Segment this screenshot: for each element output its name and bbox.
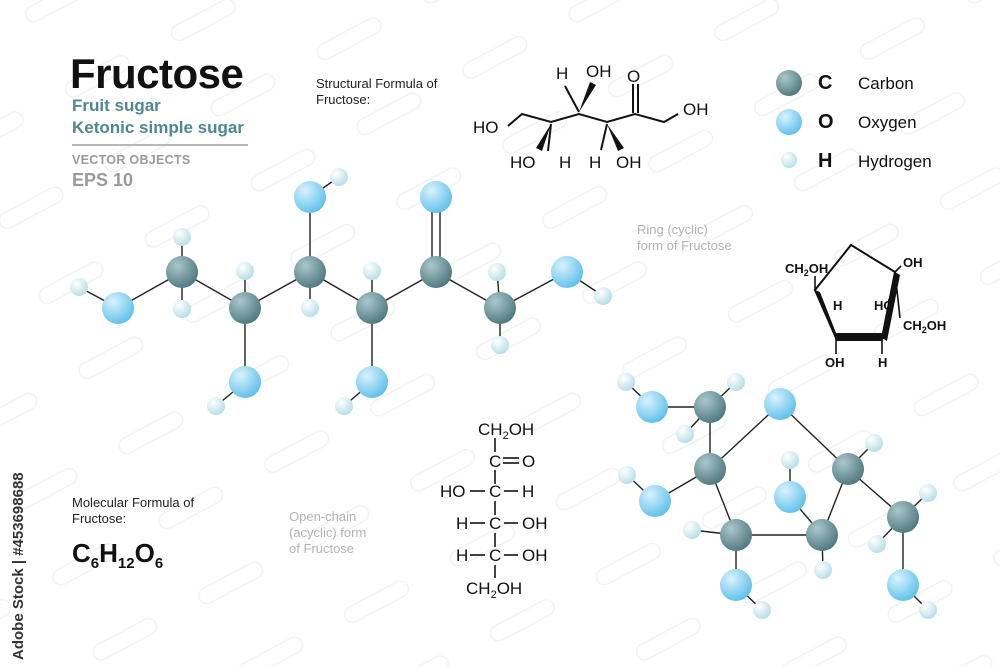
legend-carbon-symbol: C [818,72,833,94]
legend-oxygen-icon [776,109,802,135]
svg-text:HO: HO [440,482,466,501]
ring-labels: CH2OH OH H HO CH2OH OH H [785,255,946,370]
svg-text:O: O [627,67,640,86]
eps-label: EPS 10 [72,170,134,190]
svg-text:CH2OH: CH2OH [785,261,828,278]
svg-text:C: C [489,546,501,565]
subtitle-ketonic: Ketonic simple sugar [72,118,244,137]
svg-text:OH: OH [683,100,709,119]
svg-text:HO: HO [874,298,894,313]
svg-text:H: H [522,482,534,501]
svg-text:OH: OH [903,255,923,270]
subtitle-fruit-sugar: Fruit sugar [72,96,161,115]
legend-oxygen-symbol: O [818,111,834,133]
svg-text:H: H [589,153,601,172]
svg-text:HO: HO [473,118,499,137]
svg-text:OH: OH [522,514,548,533]
structural-formula [507,84,679,152]
svg-text:O: O [522,452,535,471]
wedge-bond [579,82,596,112]
open-chain-labels: CH2OH C O HO C H H C OH H C OH CH2OH [440,420,548,601]
svg-text:OH: OH [586,62,612,81]
svg-text:H: H [456,514,468,533]
svg-text:CH2OH: CH2OH [466,579,522,601]
open-chain-caption: Open-chain (acyclic) form of Fructose [289,509,367,556]
svg-text:H: H [556,64,568,83]
page-title: Fructose [70,50,244,97]
svg-text:H: H [456,546,468,565]
svg-text:HO: HO [510,153,536,172]
legend-hydrogen-label: Hydrogen [858,152,932,171]
svg-text:C: C [489,514,501,533]
svg-text:CH2OH: CH2OH [903,318,946,335]
molecular-caption: Molecular Formula of Fructose: [72,495,195,526]
wedge-bond [536,124,551,151]
svg-text:H: H [833,298,842,313]
svg-text:CH2OH: CH2OH [478,420,534,442]
svg-text:OH: OH [825,355,845,370]
svg-text:OH: OH [616,153,642,172]
molecular-formula: C6H12O6 [72,538,164,573]
svg-text:H: H [559,153,571,172]
haworth-ring: CH2OH OH H HO CH2OH OH H [785,243,946,370]
vector-objects-label: VECTOR OBJECTS [72,153,191,167]
svg-text:C: C [489,482,501,501]
structural-labels: H OH O HO OH HO H H OH [473,62,709,172]
wedge-bond [607,124,624,151]
ball-stick-open-chain [70,168,612,415]
structural-caption: Structural Formula of Fructose: [316,76,438,107]
ring-caption: Ring (cyclic) form of Fructose [637,222,732,253]
legend-hydrogen-symbol: H [818,150,833,172]
ball-stick-ring [617,373,937,619]
legend-carbon-icon [776,70,802,96]
legend-atoms [776,70,802,168]
header-divider [72,144,248,146]
legend-carbon-label: Carbon [858,74,914,93]
legend-oxygen-label: Oxygen [858,113,917,132]
svg-text:C: C [489,452,501,471]
svg-text:H: H [878,355,887,370]
open-chain-formula: CH2OH C O HO C H H C OH H C OH CH2OH [440,420,548,601]
legend-hydrogen-icon [781,152,797,168]
svg-text:OH: OH [522,546,548,565]
